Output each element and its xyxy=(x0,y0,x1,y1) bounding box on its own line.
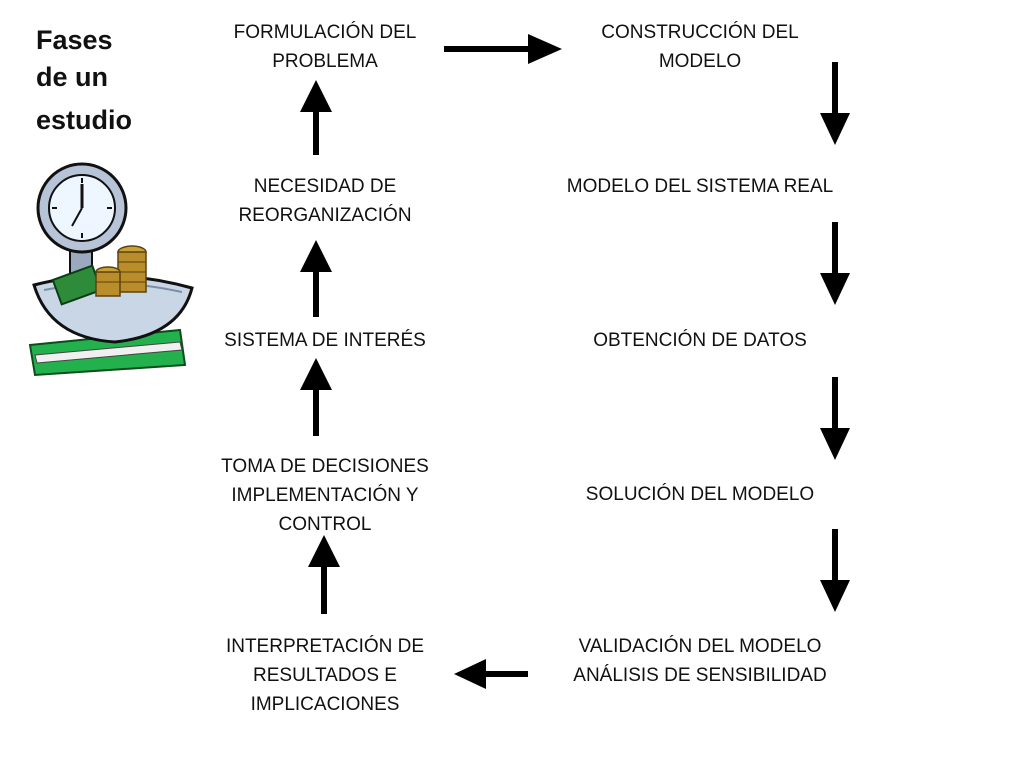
node-line: REORGANIZACIÓN xyxy=(238,205,412,226)
node-formulacion: FORMULACIÓN DEL PROBLEMA xyxy=(175,18,475,76)
node-line: SISTEMA DE INTERÉS xyxy=(224,330,426,351)
node-modelo-sistema: MODELO DEL SISTEMA REAL xyxy=(520,172,880,201)
arrow-up-icon xyxy=(300,80,332,155)
node-line: OBTENCIÓN DE DATOS xyxy=(593,330,807,351)
arrow-up-icon xyxy=(300,240,332,317)
title-line-2: de un xyxy=(36,62,108,92)
arrow-down-icon xyxy=(820,377,850,460)
arrow-down-icon xyxy=(820,62,850,145)
arrow-up-icon xyxy=(300,358,332,436)
title-line-1: Fases xyxy=(36,25,113,55)
node-line: CONSTRUCCIÓN DEL xyxy=(601,22,799,43)
node-line: MODELO DEL SISTEMA REAL xyxy=(566,176,834,197)
node-line: IMPLEMENTACIÓN Y xyxy=(231,485,419,506)
arrow-down-icon xyxy=(820,529,850,612)
arrow-right-icon xyxy=(444,34,562,64)
node-line: IMPLICACIONES xyxy=(250,694,400,715)
node-construccion: CONSTRUCCIÓN DEL MODELO xyxy=(550,18,850,76)
node-sistema-interes: SISTEMA DE INTERÉS xyxy=(175,326,475,355)
node-line: INTERPRETACIÓN DE xyxy=(225,636,425,657)
scale-with-money-icon xyxy=(28,162,194,377)
node-line: CONTROL xyxy=(278,514,372,535)
node-line: ANÁLISIS DE SENSIBILIDAD xyxy=(573,665,827,686)
node-interpretacion: INTERPRETACIÓN DE RESULTADOS E IMPLICACI… xyxy=(175,632,475,719)
node-line: FORMULACIÓN DEL xyxy=(233,22,417,43)
title-line-3: estudio xyxy=(36,105,133,135)
arrow-left-icon xyxy=(454,659,528,689)
node-necesidad: NECESIDAD DE REORGANIZACIÓN xyxy=(175,172,475,230)
node-toma-decisiones: TOMA DE DECISIONES IMPLEMENTACIÓN Y CONT… xyxy=(175,452,475,539)
diagram-title: Fases de un estudio xyxy=(36,22,132,139)
node-line: NECESIDAD DE xyxy=(253,176,397,197)
node-validacion: VALIDACIÓN DEL MODELO ANÁLISIS DE SENSIB… xyxy=(530,632,870,690)
node-solucion: SOLUCIÓN DEL MODELO xyxy=(550,480,850,509)
node-line: PROBLEMA xyxy=(272,51,378,72)
node-line: MODELO xyxy=(658,51,742,72)
node-line: VALIDACIÓN DEL MODELO xyxy=(578,636,822,657)
arrow-up-icon xyxy=(308,535,340,614)
node-line: SOLUCIÓN DEL MODELO xyxy=(585,484,815,505)
node-obtencion: OBTENCIÓN DE DATOS xyxy=(550,326,850,355)
node-line: RESULTADOS E xyxy=(253,665,397,686)
node-line: TOMA DE DECISIONES xyxy=(221,456,429,477)
arrow-down-icon xyxy=(820,222,850,305)
